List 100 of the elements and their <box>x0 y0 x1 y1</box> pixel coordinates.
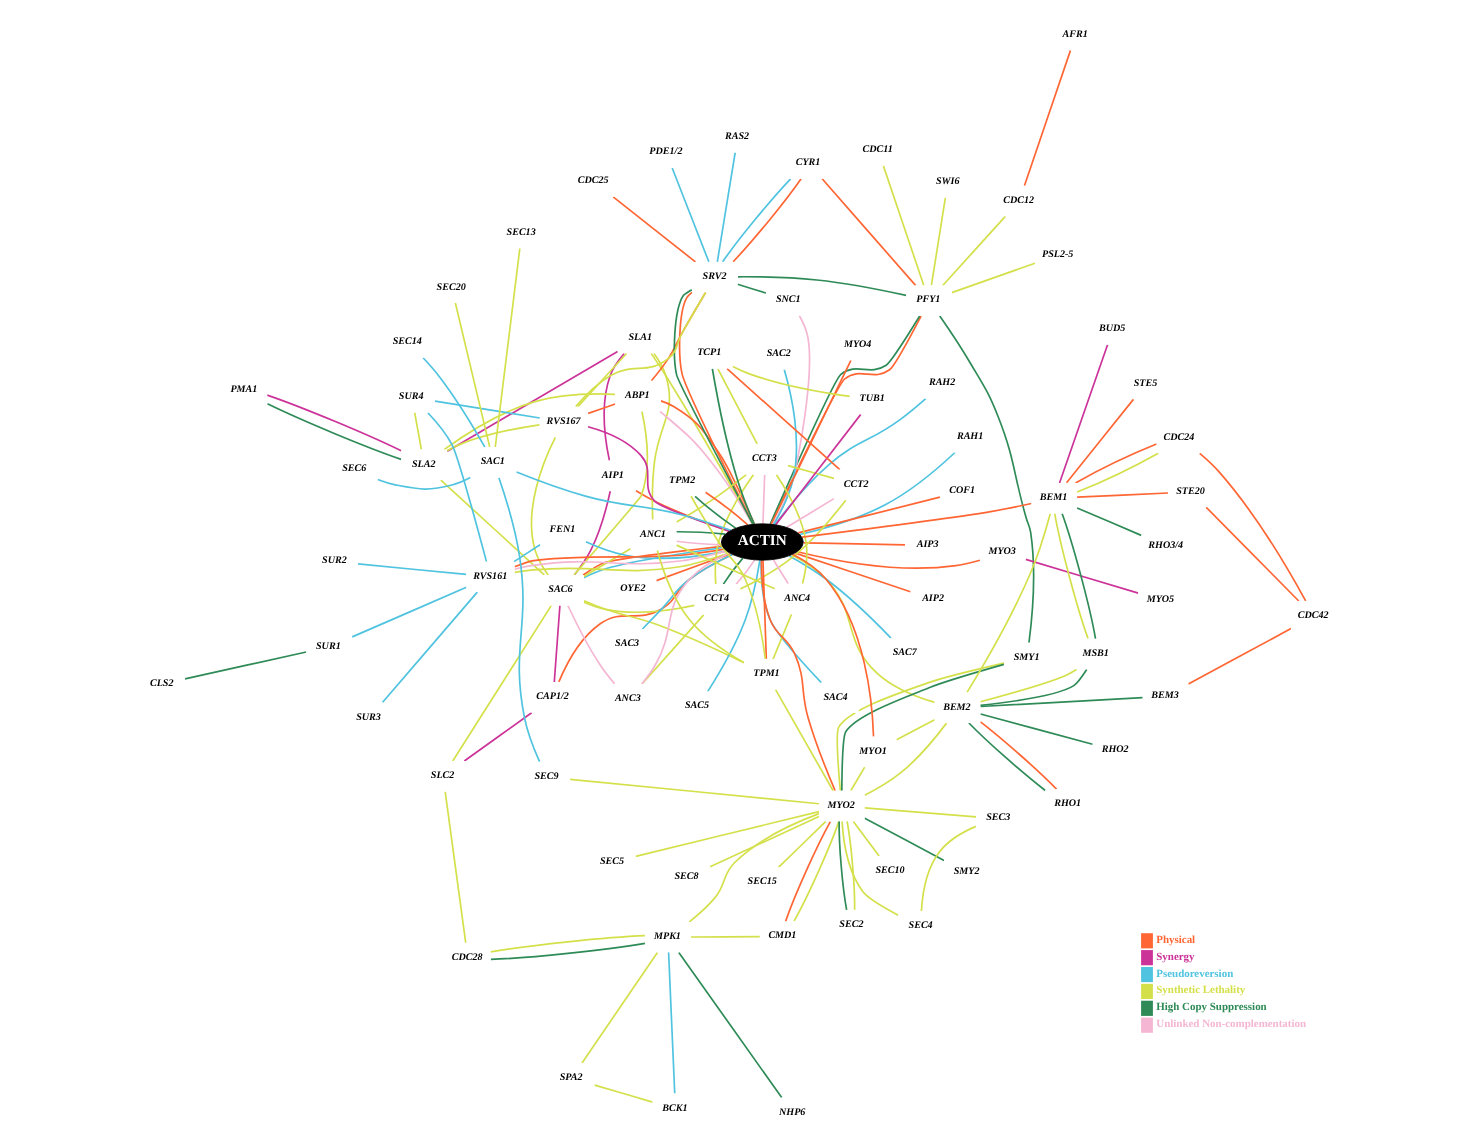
connector <box>772 558 790 585</box>
connector <box>463 711 533 762</box>
connector <box>721 177 792 263</box>
connector <box>603 352 626 462</box>
connector <box>968 722 1047 792</box>
connector <box>1076 507 1143 537</box>
connector <box>489 942 646 961</box>
connector <box>790 553 936 704</box>
connector <box>794 552 912 593</box>
connector <box>446 424 541 452</box>
connector <box>675 544 776 590</box>
connector <box>489 934 646 953</box>
connector <box>838 820 848 911</box>
connector <box>1061 512 1097 640</box>
connector <box>774 397 927 526</box>
connector <box>736 283 767 294</box>
connector <box>184 651 308 680</box>
connector <box>593 1084 654 1103</box>
connector <box>722 557 744 585</box>
connector <box>979 713 1094 746</box>
connector <box>581 951 659 1064</box>
connector <box>1076 452 1160 493</box>
connector <box>567 604 616 685</box>
connector <box>690 935 761 938</box>
connector <box>1053 512 1089 640</box>
connector <box>671 167 710 263</box>
connector <box>760 559 836 792</box>
connector <box>583 547 632 578</box>
connector <box>775 473 808 585</box>
connector <box>920 825 977 913</box>
connector <box>427 411 488 563</box>
connector <box>1076 492 1169 499</box>
connector <box>451 604 553 762</box>
connector <box>799 451 956 536</box>
connector <box>774 688 834 792</box>
connector <box>513 543 541 563</box>
connector <box>1065 398 1135 484</box>
connector <box>443 393 616 451</box>
connector <box>762 474 766 525</box>
connector <box>494 247 521 448</box>
connector <box>651 352 671 521</box>
connector <box>1023 49 1072 187</box>
connector <box>634 810 820 858</box>
connector <box>801 502 1033 538</box>
connector <box>852 820 880 857</box>
connector <box>413 411 423 451</box>
connector <box>641 552 731 685</box>
connector <box>784 820 832 923</box>
connector <box>717 367 758 445</box>
connector <box>266 394 403 452</box>
connector <box>587 403 617 415</box>
connector <box>772 368 798 526</box>
connector <box>735 559 756 586</box>
connector <box>498 476 541 763</box>
connector <box>772 314 811 526</box>
connector <box>979 668 1078 703</box>
connector <box>1198 452 1307 602</box>
connector <box>706 559 761 693</box>
connector <box>762 559 768 660</box>
connector <box>694 495 737 530</box>
connector <box>440 479 546 576</box>
connector <box>675 540 723 546</box>
connector <box>841 820 899 917</box>
connector <box>951 262 1036 294</box>
connector <box>966 512 1052 694</box>
connector <box>979 696 1144 708</box>
connector <box>716 151 737 263</box>
connector <box>796 550 981 569</box>
connector <box>979 668 1088 707</box>
connector <box>739 499 847 590</box>
connector <box>446 350 619 453</box>
connector <box>979 721 1058 790</box>
connector <box>711 367 756 525</box>
connector <box>770 359 852 526</box>
connector <box>530 436 557 576</box>
connector <box>802 542 906 546</box>
connector <box>941 215 1007 287</box>
connector <box>675 473 748 523</box>
connector <box>1074 443 1158 484</box>
connector <box>846 820 856 911</box>
connector <box>690 495 767 660</box>
connector <box>1205 506 1300 602</box>
connector <box>655 552 732 582</box>
connector <box>434 400 541 419</box>
connector <box>882 164 925 287</box>
connector <box>774 413 862 526</box>
connector <box>583 601 696 613</box>
connector <box>357 563 468 576</box>
connector <box>797 496 941 534</box>
connector <box>677 951 783 1099</box>
connector <box>732 177 802 263</box>
connector <box>667 951 676 1095</box>
connector <box>788 555 892 639</box>
connector <box>266 402 402 461</box>
connector <box>785 497 835 529</box>
connector <box>772 613 793 660</box>
connector <box>351 586 468 638</box>
connector <box>573 490 612 576</box>
connector <box>777 820 827 869</box>
connector <box>793 820 840 923</box>
